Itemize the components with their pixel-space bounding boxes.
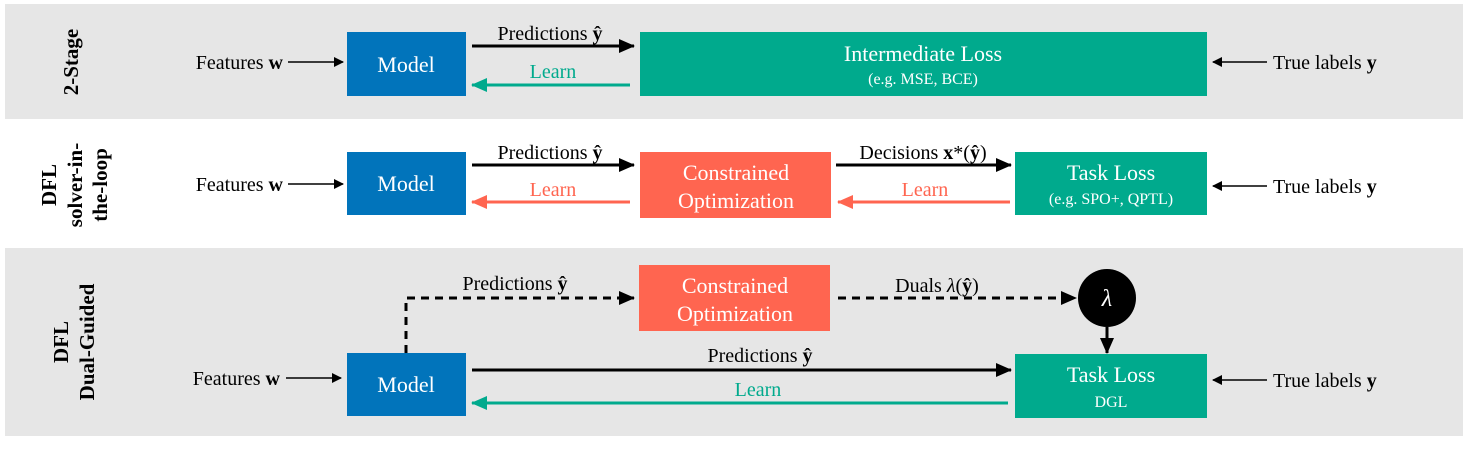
row-label: DFL solver-in- the-loop bbox=[37, 143, 112, 227]
row-label: 2-Stage bbox=[59, 29, 83, 96]
intermediate-loss-box bbox=[640, 32, 1207, 96]
row-label: DFL Dual-Guided bbox=[49, 283, 99, 400]
loss-subtitle: (e.g. MSE, BCE) bbox=[868, 71, 978, 88]
predictions-label: Predictions ŷ bbox=[708, 345, 813, 367]
model-label: Model bbox=[377, 372, 434, 397]
optimization-line-2: Optimization bbox=[677, 301, 793, 326]
model-box bbox=[347, 32, 466, 96]
loss-subtitle: (e.g. SPO+, QPTL) bbox=[1049, 191, 1173, 208]
true-labels-label: True labels y bbox=[1273, 370, 1377, 392]
optimization-line-1: Constrained bbox=[683, 160, 789, 185]
svg-text:the-loop: the-loop bbox=[88, 148, 112, 222]
optimization-line-2: Optimization bbox=[678, 188, 794, 213]
task-loss-box bbox=[1015, 152, 1207, 215]
model-label: Model bbox=[377, 171, 434, 196]
predictions-label: Predictions ŷ bbox=[498, 142, 603, 164]
constrained-optimization-box bbox=[640, 152, 831, 218]
predictions-label: Predictions ŷ bbox=[498, 23, 603, 45]
loss-title: Task Loss bbox=[1067, 160, 1155, 185]
loss-title: Task Loss bbox=[1067, 362, 1155, 387]
model-box bbox=[347, 353, 466, 416]
row-2-stage: 2-Stage Features w Model Predictions ŷ L… bbox=[59, 23, 1377, 96]
optimization-line-1: Constrained bbox=[682, 273, 788, 298]
row-dfl-dual-guided: DFL Dual-Guided Features w Model Predict… bbox=[49, 265, 1377, 418]
dashed-predictions-label: Predictions ŷ bbox=[463, 273, 568, 295]
decisions-label: Decisions x*(ŷ) bbox=[859, 142, 986, 164]
svg-text:DFL: DFL bbox=[49, 321, 73, 363]
svg-text:solver-in-: solver-in- bbox=[63, 143, 87, 227]
learn-label: Learn bbox=[735, 379, 782, 401]
true-labels-label: True labels y bbox=[1273, 52, 1377, 74]
svg-text:DFL: DFL bbox=[37, 164, 61, 206]
lambda-icon: λ bbox=[1101, 286, 1112, 312]
task-loss-box bbox=[1015, 354, 1207, 418]
loss-subtitle: DGL bbox=[1095, 394, 1128, 411]
loss-title: Intermediate Loss bbox=[844, 41, 1002, 66]
duals-label: Duals λ(ŷ) bbox=[895, 275, 979, 297]
model-box bbox=[347, 152, 466, 215]
features-label: Features w bbox=[196, 52, 284, 74]
svg-text:Dual-Guided: Dual-Guided bbox=[75, 283, 99, 400]
features-label: Features w bbox=[196, 174, 284, 196]
features-label: Features w bbox=[193, 368, 281, 390]
model-label: Model bbox=[377, 52, 434, 77]
learn-label: Learn bbox=[530, 61, 577, 83]
learn-label: Learn bbox=[530, 179, 577, 201]
learn-label-2: Learn bbox=[902, 179, 949, 201]
dashed-predictions-arrow bbox=[404, 291, 635, 353]
true-labels-label: True labels y bbox=[1273, 176, 1377, 198]
row-dfl-solver-in-the-loop: DFL solver-in- the-loop Features w Model… bbox=[37, 142, 1377, 227]
constrained-optimization-box bbox=[639, 265, 830, 331]
dual-node bbox=[1078, 269, 1136, 327]
